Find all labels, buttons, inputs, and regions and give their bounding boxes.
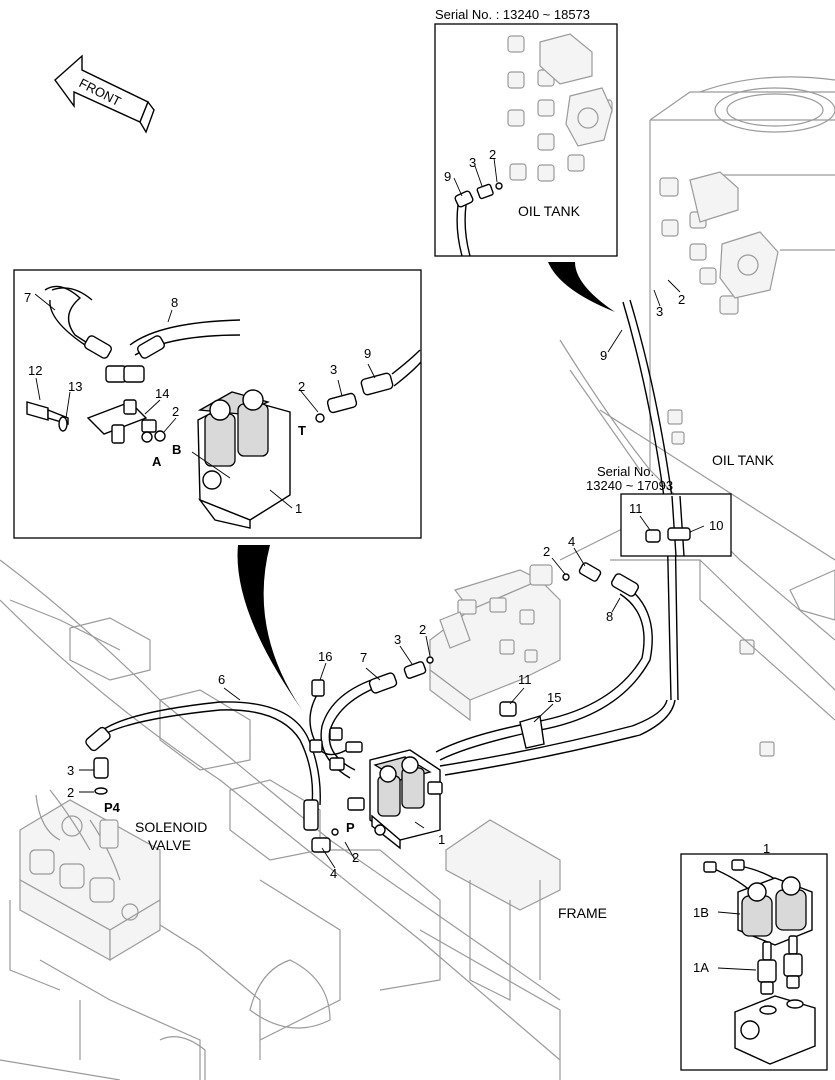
front-direction-arrow: FRONT <box>54 54 155 134</box>
inset-left-callout-2b: 2 <box>298 379 305 394</box>
callout-pointers <box>237 262 615 710</box>
inset-top-oil-tank: OIL TANK <box>518 203 581 219</box>
inset-bottom-right: 1 1B 1A <box>680 841 828 1071</box>
tank-callout-9: 9 <box>600 348 607 363</box>
inset-left-callout-9: 9 <box>364 346 371 361</box>
valve-callout-4b: 4 <box>330 866 337 881</box>
valve-callout-1: 1 <box>438 832 445 847</box>
main-control-valve <box>429 564 561 722</box>
inset-top-callout-9: 9 <box>444 169 451 184</box>
inset-left-callout-13: 13 <box>68 379 82 394</box>
main-oil-tank-label: OIL TANK <box>712 452 775 468</box>
valve-callout-8: 8 <box>606 609 613 624</box>
valve-callout-2b: 2 <box>419 622 426 637</box>
inset-top-serial: Serial No. : 13240 ~ 18573 <box>435 7 590 22</box>
solenoid-valve-label-line1: SOLENOID <box>135 819 207 835</box>
inset-top-callout-2: 2 <box>489 147 496 162</box>
valve-callout-16: 16 <box>318 649 332 664</box>
inset-small-callout-11: 11 <box>629 501 643 516</box>
inset-left-callout-3: 3 <box>330 362 337 377</box>
inset-br-callout-1a: 1A <box>693 960 709 975</box>
inset-serial-small: Serial No. 13240 ~ 17093 11 10 <box>586 464 732 557</box>
inset-br-callout-1: 1 <box>763 841 770 856</box>
inset-left-callout-2a: 2 <box>172 404 179 419</box>
inset-left-callout-1: 1 <box>295 501 302 516</box>
tank-callout-3: 3 <box>656 304 663 319</box>
valve-callout-2a: 2 <box>543 544 550 559</box>
inset-br-callout-1b: 1B <box>693 905 709 920</box>
inset-left: 7 8 12 13 14 2 A B 2 T 3 9 1 <box>13 269 422 539</box>
inset-left-port-b: B <box>172 442 181 457</box>
main-solenoid-valve <box>347 749 443 850</box>
valve-callout-7: 7 <box>360 650 367 665</box>
valve-callout-6: 6 <box>218 672 225 687</box>
inset-left-callout-7: 7 <box>24 290 31 305</box>
background-linework <box>0 76 835 1080</box>
inset-left-port-a: A <box>152 454 162 469</box>
inset-top-callout-3: 3 <box>469 155 476 170</box>
port-p-label: P <box>346 820 355 835</box>
frame-label: FRAME <box>558 905 607 921</box>
inset-top-fittings <box>507 33 613 182</box>
valve-callout-2d: 2 <box>352 850 359 865</box>
inset-top: Serial No. : 13240 ~ 18573 9 3 2 OIL TAN… <box>434 7 618 257</box>
main-labels: OIL TANK SOLENOID VALVE FRAME P4 P 2 3 9… <box>67 279 775 921</box>
main-fittings <box>85 562 639 853</box>
inset-left-callout-8: 8 <box>171 295 178 310</box>
valve-callout-11: 11 <box>518 672 532 687</box>
valve-callout-3b: 3 <box>67 763 74 778</box>
valve-callout-15: 15 <box>547 690 561 705</box>
port-p4-label: P4 <box>104 800 121 815</box>
solenoid-valve-label-line2: VALVE <box>148 837 191 853</box>
inset-left-callout-12: 12 <box>28 363 42 378</box>
tank-callout-2: 2 <box>678 292 685 307</box>
solenoid-valve-block <box>9 789 161 991</box>
inset-left-port-t: T <box>298 423 306 438</box>
tank-fittings <box>659 171 779 757</box>
inset-small-serial-line2: 13240 ~ 17093 <box>586 478 673 493</box>
valve-callout-4a: 4 <box>568 534 575 549</box>
inset-left-callout-14: 14 <box>155 386 169 401</box>
valve-callout-3a: 3 <box>394 632 401 647</box>
inset-small-callout-10: 10 <box>709 518 723 533</box>
inset-small-serial-line1: Serial No. <box>597 464 654 479</box>
valve-callout-2c: 2 <box>67 785 74 800</box>
